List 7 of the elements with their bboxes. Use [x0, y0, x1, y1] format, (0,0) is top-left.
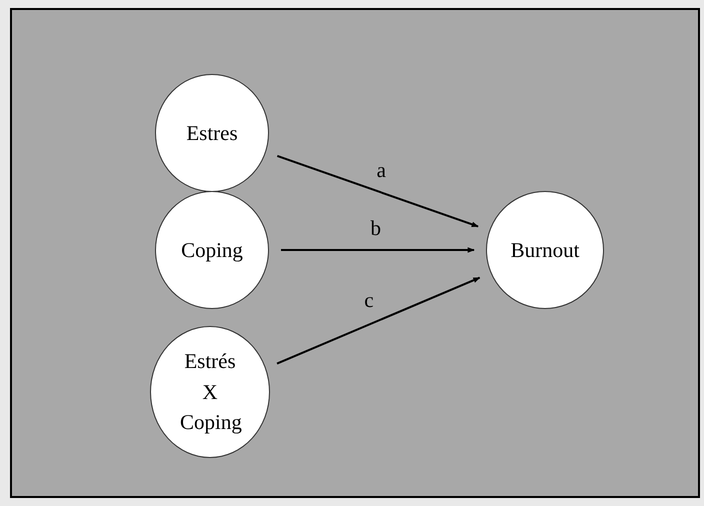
arrow	[281, 247, 475, 253]
variable-label: Estres	[186, 120, 238, 147]
variable-label: Estrés X Coping	[180, 348, 240, 436]
variable-label: Burnout	[510, 236, 580, 264]
arrow	[276, 276, 480, 364]
arrow	[276, 155, 479, 228]
variable-label: Coping	[181, 236, 243, 264]
